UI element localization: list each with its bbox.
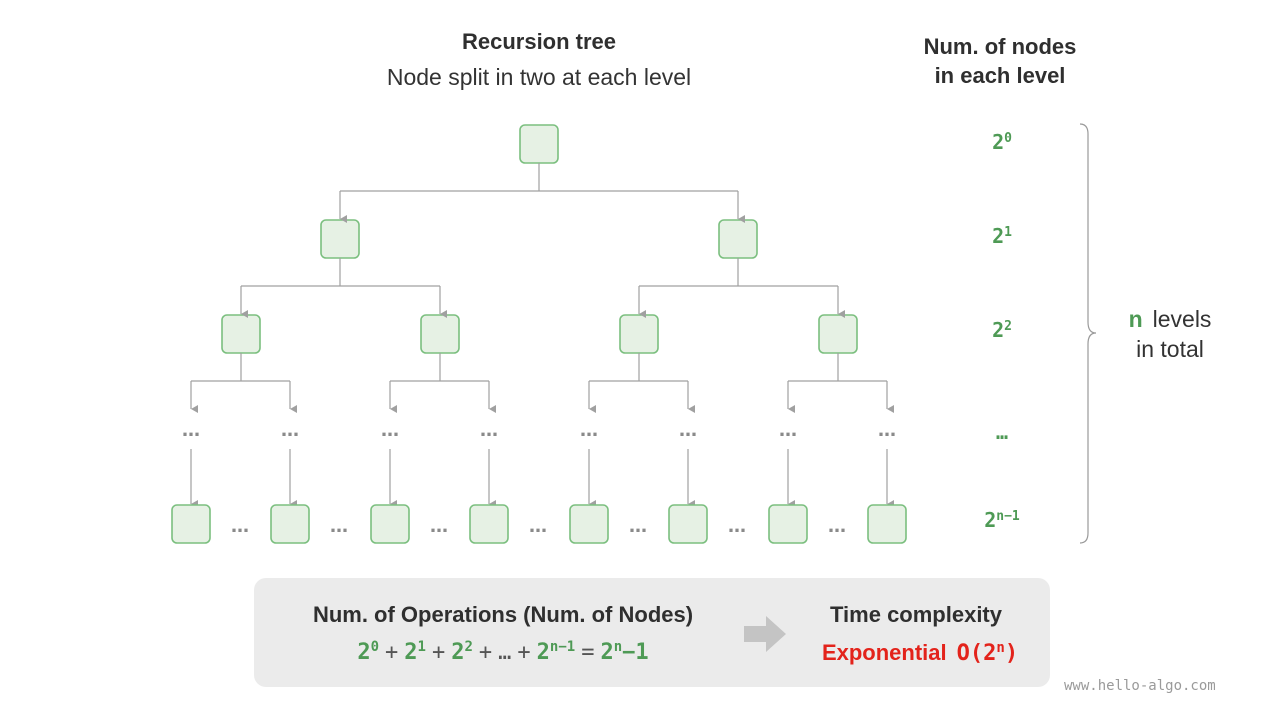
ellipsis-dots: … bbox=[828, 516, 846, 537]
level-count-base: 2 bbox=[992, 130, 1005, 154]
plus-sign: + bbox=[478, 640, 493, 665]
right-brace bbox=[1079, 123, 1097, 544]
leaf-node bbox=[270, 504, 310, 544]
equals-sign: = bbox=[581, 640, 595, 665]
sum-term: … bbox=[498, 640, 512, 665]
notation-prefix: O(2 bbox=[956, 641, 997, 666]
time-complexity-value: Exponential O(2n) bbox=[790, 640, 1050, 666]
operations-heading: Num. of Operations (Num. of Nodes) bbox=[312, 602, 694, 627]
ellipsis-dots: … bbox=[330, 516, 348, 537]
level-count-exponent: 0 bbox=[1004, 131, 1012, 146]
sum-term-exponent: 0 bbox=[370, 639, 380, 655]
leaf-node bbox=[668, 504, 708, 544]
plus-sign: + bbox=[431, 640, 446, 665]
branch-connector bbox=[788, 353, 887, 382]
time-complexity-notation: O(2n) bbox=[956, 640, 1019, 666]
ellipsis-dots: … bbox=[231, 516, 249, 537]
tree-node bbox=[320, 219, 360, 259]
time-complexity-label: Exponential bbox=[821, 640, 947, 665]
right-arrow-icon bbox=[744, 616, 786, 652]
operations-expression: 20+21+22+…+2n−1=2n−1 bbox=[288, 639, 718, 665]
ellipsis-dots: … bbox=[182, 420, 200, 441]
tree-node bbox=[818, 314, 858, 354]
diagram-subtitle: Node split in two at each level bbox=[386, 64, 692, 90]
sum-term-exponent: 2 bbox=[464, 639, 473, 655]
summary-panel bbox=[254, 578, 1050, 687]
brace-label-line1: levels bbox=[1152, 306, 1212, 332]
sum-term: 20 bbox=[357, 639, 380, 665]
ellipsis-dots: … bbox=[679, 420, 697, 441]
leaf-node bbox=[370, 504, 410, 544]
level-count-header-line2: in each level bbox=[934, 63, 1066, 88]
ellipsis-dots: … bbox=[529, 516, 547, 537]
branch-connector bbox=[191, 353, 290, 382]
ellipsis-dots: … bbox=[779, 420, 797, 441]
leaf-node bbox=[171, 504, 211, 544]
leaf-node bbox=[867, 504, 907, 544]
branch-connector bbox=[589, 353, 688, 382]
level-count-exponent: n−1 bbox=[996, 509, 1020, 524]
ellipsis-dots: … bbox=[281, 420, 299, 441]
ellipsis-dots: … bbox=[878, 420, 896, 441]
ellipsis-dots: … bbox=[580, 420, 598, 441]
brace-label-n: n bbox=[1128, 306, 1143, 332]
tree-node bbox=[619, 314, 659, 354]
sum-term: 22 bbox=[451, 639, 473, 665]
leaf-node bbox=[569, 504, 609, 544]
tree-node bbox=[420, 314, 460, 354]
sum-term-exponent: n−1 bbox=[549, 639, 576, 655]
level-count-0: 20 bbox=[962, 130, 1042, 154]
level-count-3: … bbox=[962, 420, 1042, 444]
level-count-2: 22 bbox=[962, 318, 1042, 342]
plus-sign: + bbox=[385, 640, 399, 665]
brace-label-line2: in total bbox=[1136, 336, 1204, 362]
branch-connector bbox=[639, 258, 838, 287]
ellipsis-dots: … bbox=[480, 420, 498, 441]
level-count-header: Num. of nodes in each level bbox=[900, 32, 1100, 90]
tree-node bbox=[519, 124, 559, 164]
level-count-base: 2 bbox=[984, 508, 997, 532]
sum-term: 2n−1 bbox=[536, 639, 576, 665]
level-count-exponent: 2 bbox=[1004, 319, 1012, 334]
level-count-base: 2 bbox=[992, 224, 1005, 248]
level-count-base: 2 bbox=[992, 318, 1005, 342]
leaf-node bbox=[469, 504, 509, 544]
plus-sign: + bbox=[517, 640, 531, 665]
level-count-4: 2n−1 bbox=[962, 508, 1042, 532]
diagram-title: Recursion tree bbox=[461, 29, 617, 54]
tree-node bbox=[221, 314, 261, 354]
level-count-base: … bbox=[995, 420, 1009, 444]
level-count-header-line1: Num. of nodes bbox=[923, 34, 1077, 59]
tree-node bbox=[718, 219, 758, 259]
sum-result: 2n−1 bbox=[600, 639, 649, 665]
level-count-1: 21 bbox=[962, 224, 1042, 248]
watermark: www.hello-algo.com bbox=[1064, 678, 1216, 694]
branch-connector bbox=[241, 258, 440, 287]
branch-connector bbox=[340, 163, 738, 192]
time-complexity-heading: Time complexity bbox=[830, 602, 1002, 627]
branch-connector bbox=[390, 353, 489, 382]
ellipsis-dots: … bbox=[381, 420, 399, 441]
level-count-exponent: 1 bbox=[1004, 225, 1012, 240]
leaf-node bbox=[768, 504, 808, 544]
sum-term-exponent: 1 bbox=[417, 639, 426, 655]
ellipsis-dots: … bbox=[430, 516, 448, 537]
sum-term: 21 bbox=[404, 639, 426, 665]
ellipsis-dots: … bbox=[728, 516, 746, 537]
ellipsis-dots: … bbox=[629, 516, 647, 537]
notation-exponent: n bbox=[996, 640, 1005, 656]
notation-suffix: ) bbox=[1004, 641, 1019, 666]
sum-result-exponent: n bbox=[613, 639, 623, 655]
